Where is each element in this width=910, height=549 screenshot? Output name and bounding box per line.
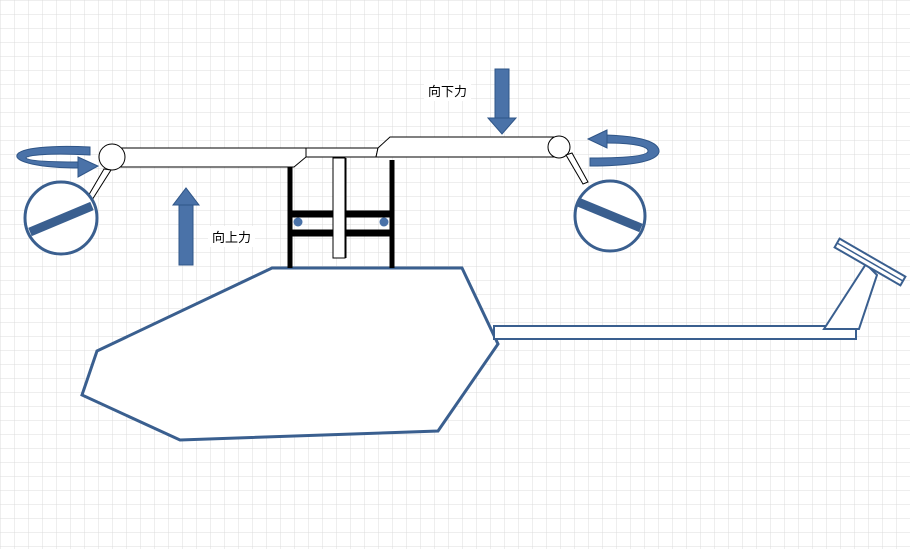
left-blade-section-callout [23,168,112,256]
rotor-mast-frame [287,157,395,268]
helicopter-body [80,266,500,442]
tail-rotor [833,237,907,287]
main-rotor [98,135,571,171]
tail-fin [822,262,879,330]
right-blade-tip [547,135,571,159]
arrow-up-icon [171,187,201,266]
rotor-hub [305,147,379,158]
bearing-left [293,217,303,227]
up-force-label: 向上力 [208,226,256,247]
tail-boom [493,325,857,340]
down-force-label: 向下力 [424,80,472,101]
rotate-left-icon [16,145,100,178]
rotate-right-icon [586,129,660,167]
arrow-down-icon [486,68,518,135]
right-rotor-blade [375,136,561,158]
left-blade-tip [98,143,126,171]
left-rotor-blade [111,147,311,168]
right-blade-section-callout [565,152,647,253]
bearing-right [379,217,389,227]
